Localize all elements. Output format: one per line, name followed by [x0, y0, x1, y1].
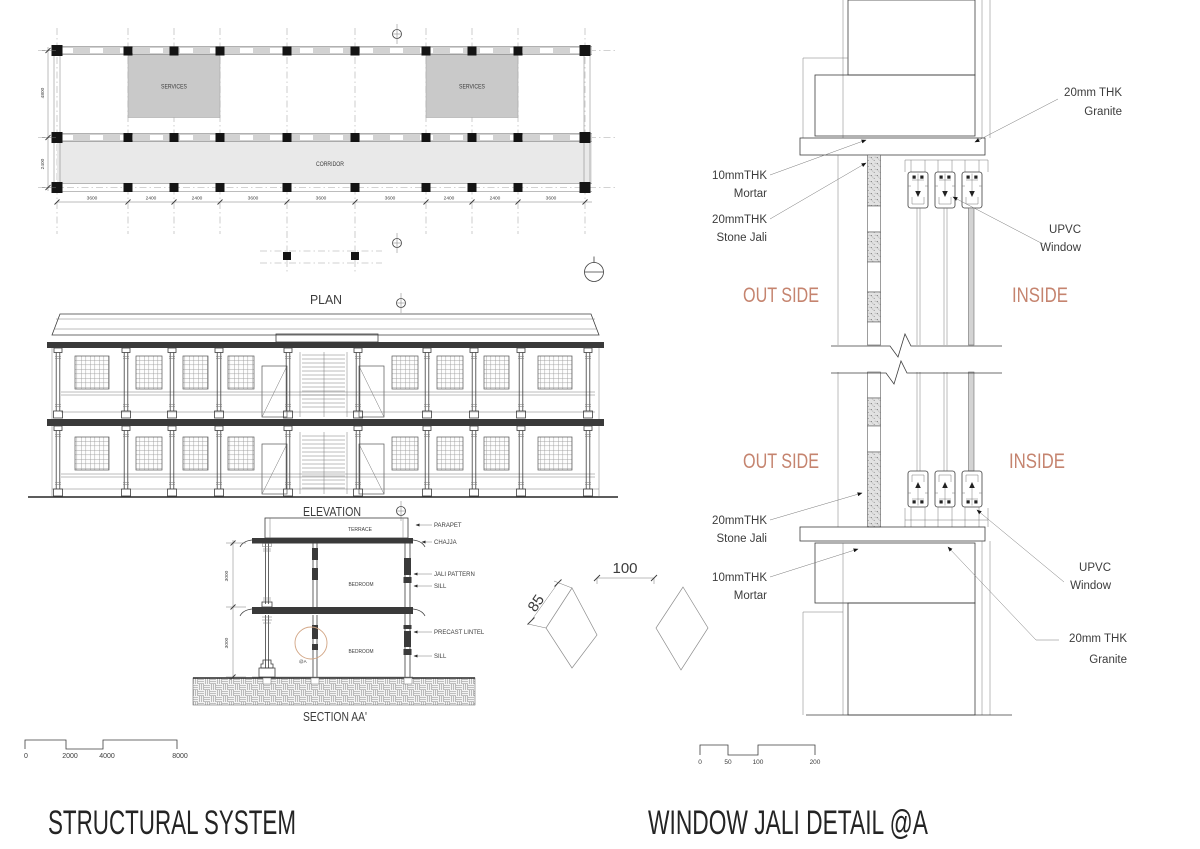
plan-title: PLAN: [310, 293, 342, 307]
stone-jali-label-top-l1: 20mmTHK: [712, 214, 767, 226]
stone-jali-label-bottom-l2: Stone Jali: [716, 533, 767, 545]
granite-label-bottom-l2: Granite: [1089, 654, 1127, 666]
callout-sill-lower: SILL: [434, 654, 447, 660]
inside-label-bottom: INSIDE: [1009, 450, 1065, 473]
plan-dim-left: 4800: [40, 87, 46, 98]
granite-label-top-l2: Granite: [1084, 106, 1122, 118]
granite-label-top-l1: 20mm THK: [1064, 87, 1122, 99]
bedroom-label-lower: BEDROOM: [349, 649, 374, 655]
callout-precast-lintel: PRECAST LINTEL: [434, 630, 485, 636]
inside-label-top: INSIDE: [1012, 284, 1068, 307]
jali-unit-drawing: 85 100: [525, 560, 709, 671]
plan-drawing: SERVICES SERVICES CORRIDOR 3600 2400 240…: [38, 23, 618, 314]
elevation-lower-doors: [261, 443, 385, 495]
jali-dim-edge: 85: [525, 592, 548, 615]
services-label-left: SERVICES: [161, 85, 187, 91]
plan-dim: 3600: [87, 196, 98, 202]
terrace-label: TERRACE: [348, 527, 373, 533]
detail-callout-circle: [294, 626, 328, 660]
services-label-right: SERVICES: [459, 85, 485, 91]
mortar-label-top-l2: Mortar: [734, 188, 767, 200]
stone-jali-strip: [867, 154, 881, 528]
services-block-left: [127, 54, 221, 118]
upvc-label-top-l1: UPVC: [1049, 224, 1081, 236]
granite-label-bottom-l1: 20mm THK: [1069, 633, 1127, 645]
mortar-label-top-l1: 10mmTHK: [712, 170, 767, 182]
callout-chajja: CHAJJA: [434, 540, 457, 546]
callout-sill-upper: SILL: [434, 584, 447, 590]
mortar-label-bottom-l2: Mortar: [734, 590, 767, 602]
stone-jali-label-bottom-l1: 20mmTHK: [712, 515, 767, 527]
scalebar-left: 0 2000 4000 8000: [24, 739, 188, 760]
detail-tag: @A: [299, 659, 307, 664]
plan-dim: 3600: [546, 196, 557, 202]
elevation-title: ELEVATION: [303, 505, 361, 519]
scalebar-right: 0 50 100 200: [698, 744, 821, 766]
plan-dim: 3600: [248, 196, 259, 202]
scalebar-tick: 100: [753, 759, 764, 766]
corridor-label: CORRIDOR: [316, 162, 345, 168]
detail-leaders: [769, 98, 1065, 641]
outside-label-top: OUT SIDE: [743, 284, 819, 307]
outside-label-bottom: OUT SIDE: [743, 450, 819, 473]
plan-dim: 2400: [192, 196, 203, 202]
plan-dim-left: 2400: [40, 158, 46, 169]
plan-dim: 2400: [444, 196, 455, 202]
elevation-drawing: ELEVATION: [28, 313, 618, 522]
callout-parapet: PARAPET: [434, 523, 462, 529]
scalebar-tick: 0: [24, 753, 28, 760]
section-drawing: @A 3000 3000 TERRACE BEDROOM BEDROOM PAR…: [192, 517, 485, 724]
elevation-upper-doors: [261, 365, 385, 418]
scalebar-tick: 8000: [172, 753, 188, 760]
corridor-area: [57, 141, 592, 184]
section-title: SECTION AA': [303, 710, 367, 724]
jali-dim-width: 100: [612, 560, 637, 577]
upvc-label-bottom-l2: Window: [1070, 580, 1112, 592]
scalebar-tick: 50: [724, 759, 732, 766]
upvc-label-bottom-l1: UPVC: [1079, 562, 1111, 574]
plan-dim: 2400: [490, 196, 501, 202]
section-dim: 3000: [224, 637, 230, 648]
scalebar-tick: 0: [698, 759, 702, 766]
scalebar-tick: 2000: [62, 753, 78, 760]
plan-dim: 3600: [385, 196, 396, 202]
window-detail-drawing: 20mm THK Granite 10mmTHK Mortar 20mmTHK …: [712, 0, 1127, 716]
scalebar-tick: 200: [810, 759, 821, 766]
section-dim: 3000: [224, 570, 230, 581]
elevation-lower-windows: [74, 436, 573, 471]
plan-dim: 3600: [316, 196, 327, 202]
bedroom-label-upper: BEDROOM: [349, 582, 374, 588]
left-sheet-title: STRUCTURAL SYSTEM: [48, 804, 296, 842]
callout-jali-pattern: JALI PATTERN: [434, 572, 475, 578]
right-sheet-title: WINDOW JALI DETAIL @A: [648, 804, 928, 842]
upvc-label-top-l2: Window: [1040, 242, 1082, 254]
scalebar-tick: 4000: [99, 753, 115, 760]
elevation-upper-windows: [74, 355, 573, 390]
mortar-label-bottom-l1: 10mmTHK: [712, 572, 767, 584]
plan-dim: 2400: [146, 196, 157, 202]
stone-jali-label-top-l2: Stone Jali: [716, 232, 767, 244]
